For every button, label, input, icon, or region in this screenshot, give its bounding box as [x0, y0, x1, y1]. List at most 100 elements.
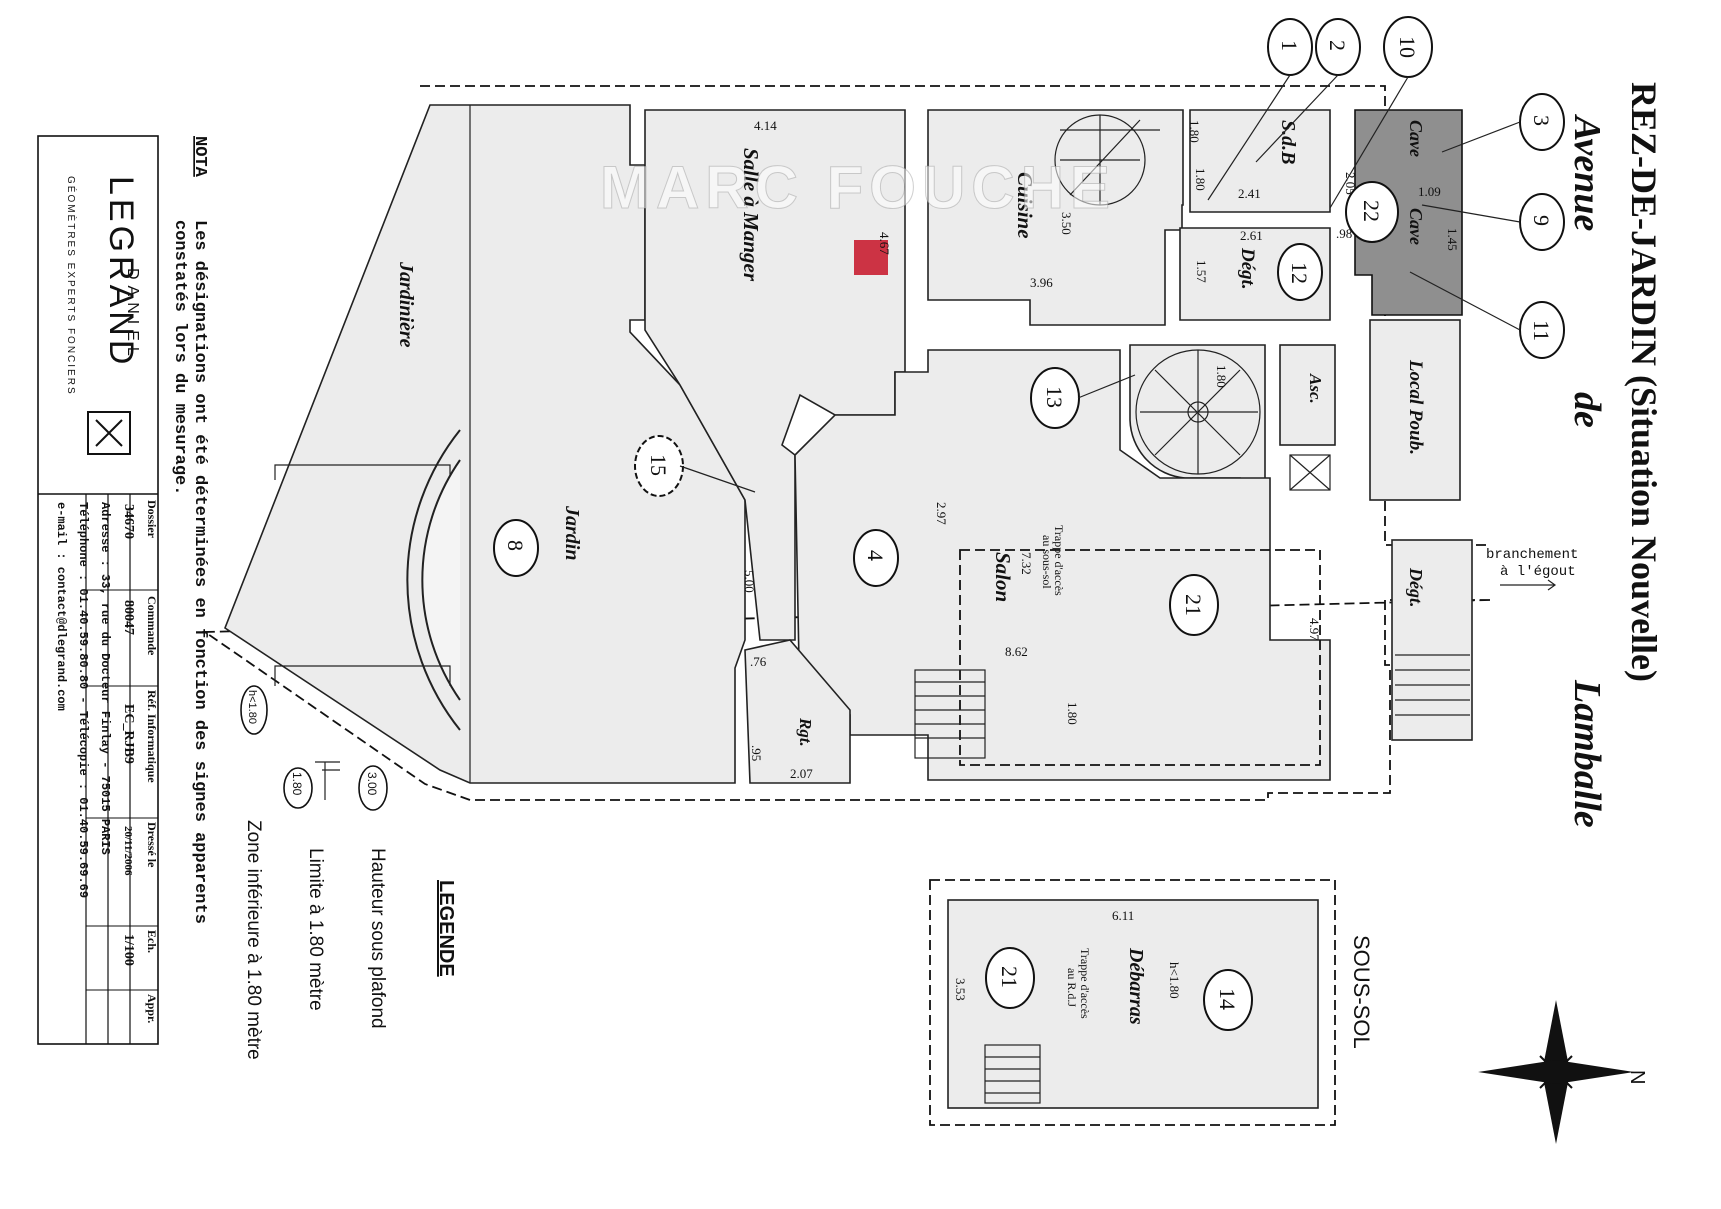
svg-text:4: 4	[863, 550, 888, 561]
legend-symbol-zone: h<1.80	[240, 685, 268, 735]
room-salon-area	[794, 349, 1331, 781]
svg-text:80047: 80047	[121, 600, 136, 635]
legend-text-2: Limite à 1.80 mètre	[305, 848, 326, 1011]
svg-text:Ech.: Ech.	[145, 930, 159, 953]
trappe-1-line-2: au sous-sol	[1040, 535, 1054, 589]
brand-logo-icon	[87, 411, 131, 455]
marker-22: 22	[1345, 181, 1399, 243]
legend-symbol-limit: 1.80	[283, 761, 340, 809]
dim-98: .98	[1336, 226, 1352, 241]
legend: LEGENDE 3.00 Hauteur sous plafond 1.80 L…	[240, 685, 457, 1060]
room-jardiniere: Jardinière	[395, 261, 417, 348]
svg-text:3: 3	[1529, 115, 1554, 126]
svg-text:34670: 34670	[121, 504, 136, 539]
dim-467: 4.67	[877, 232, 892, 255]
svg-text:Dressé le: Dressé le	[145, 822, 159, 868]
title-de: de	[1566, 392, 1608, 428]
marker-4: 4	[853, 529, 899, 587]
room-rgt-area	[744, 639, 851, 784]
room-degt-2: Dégt.	[1406, 567, 1426, 608]
svg-text:Appr.: Appr.	[145, 994, 159, 1023]
dim-180b: 1.80	[1193, 168, 1208, 191]
highlight-marker	[854, 240, 888, 275]
dim-261: 2.61	[1240, 228, 1263, 243]
marker-21b: 21	[985, 947, 1035, 1009]
marker-10: 10	[1383, 16, 1433, 78]
svg-text:Dossier: Dossier	[145, 500, 159, 539]
dim-611: 6.11	[1112, 908, 1134, 923]
room-jardin: Jardin	[561, 505, 583, 560]
dim-350: 3.50	[1059, 212, 1074, 235]
room-salle-a-manger: Salle à Manger	[739, 148, 763, 282]
dim-297: 2.97	[934, 502, 949, 525]
dim-732: 7.32	[1019, 552, 1034, 575]
room-degt-1: Dégt.	[1237, 247, 1258, 290]
marker-11: 11	[1519, 301, 1565, 359]
title-line-1: REZ-DE-JARDIN (Situation Nouvelle)	[1624, 82, 1664, 682]
room-cuisine: Cuisine	[1013, 172, 1037, 239]
dim-109: 1.09	[1418, 184, 1441, 199]
room-rgt: Rgt.	[796, 717, 815, 747]
svg-text:21: 21	[1181, 594, 1206, 616]
marker-3: 3	[1519, 93, 1565, 151]
dim-145: 1.45	[1445, 228, 1460, 251]
title-block: REZ-DE-JARDIN (Situation Nouvelle) Avenu…	[1566, 82, 1664, 828]
svg-text:21: 21	[997, 966, 1022, 988]
dim-180c: 1.80	[1214, 365, 1229, 388]
brand-main: LEGRAND	[102, 176, 140, 368]
sous-sol-label: SOUS-SOL	[1349, 935, 1374, 1049]
svg-text:22: 22	[1359, 200, 1384, 222]
room-sdb: S.d.B	[1277, 120, 1299, 164]
watermark: MARC FOUCHE	[600, 154, 1116, 221]
room-cave-1: Cave	[1406, 120, 1426, 157]
sewer-label-1: branchement	[1486, 547, 1578, 563]
nota: NOTA Les désignations ont été déterminée…	[170, 136, 209, 924]
cartouche-values: 34670 80047 EC_RJB9 20/11/2006 1/100	[121, 504, 136, 966]
dim-353: 3.53	[953, 978, 968, 1001]
svg-text:20/11/2006: 20/11/2006	[122, 826, 134, 876]
cartouche-email: e-mail : contact@dlegrand.com	[54, 502, 68, 711]
compass-icon	[1472, 1000, 1634, 1144]
svg-text:1/100: 1/100	[121, 934, 136, 966]
nota-line-1: Les désignations ont été déterminées en …	[190, 220, 209, 924]
marker-15: 15	[634, 435, 684, 497]
svg-text:14: 14	[1215, 988, 1240, 1010]
svg-text:8: 8	[503, 540, 528, 551]
svg-text:12: 12	[1287, 262, 1312, 284]
dimensions: 4.14 4.67 3.50 3.96 1.80 1.80 2.41 2.05 …	[742, 118, 1460, 1001]
dim-241: 2.41	[1238, 186, 1261, 201]
dim-180a: 1.80	[1187, 120, 1202, 143]
svg-text:1.80: 1.80	[290, 772, 304, 796]
dim-95: .95	[749, 745, 764, 761]
marker-13: 13	[1030, 367, 1080, 429]
room-sdb-area	[1189, 109, 1331, 213]
dim-h180: h<1.80	[1167, 962, 1182, 999]
svg-text:10: 10	[1395, 36, 1420, 58]
nota-line-2: constatés lors du mesurage.	[170, 220, 189, 495]
nota-label: NOTA	[190, 136, 209, 178]
marker-1: 1	[1267, 18, 1313, 76]
title-lamballe: Lamballe	[1566, 679, 1608, 828]
brand-sub: GÉOMÈTRES EXPERTS FONCIERS	[65, 176, 78, 396]
svg-text:11: 11	[1529, 320, 1554, 341]
trappe-2-line-1: Trappe d'accès	[1078, 948, 1092, 1019]
legend-text-1: Hauteur sous plafond	[367, 848, 388, 1029]
svg-text:1: 1	[1277, 40, 1302, 51]
dim-76: .76	[750, 654, 767, 669]
dim-500: 5.00	[742, 570, 757, 593]
svg-text:EC_RJB9: EC_RJB9	[121, 704, 136, 764]
title-avenue: Avenue	[1566, 114, 1608, 232]
legend-symbol-height: 3.00	[358, 765, 388, 811]
svg-text:13: 13	[1042, 386, 1067, 408]
brand-top: DANIEL	[124, 268, 141, 362]
svg-text:9: 9	[1529, 215, 1554, 226]
trappe-1-line-1: Trappe d'accès	[1052, 525, 1066, 596]
svg-text:Réf. Informatique: Réf. Informatique	[145, 690, 159, 783]
room-cave-2: Cave	[1406, 208, 1426, 245]
sous-sol-outline	[929, 879, 1336, 1126]
degt-2-area	[1391, 539, 1473, 741]
marker-21a: 21	[1169, 574, 1219, 636]
garden-area	[224, 104, 746, 784]
leader-lines	[679, 74, 1521, 493]
legend-title: LEGENDE	[435, 880, 457, 977]
